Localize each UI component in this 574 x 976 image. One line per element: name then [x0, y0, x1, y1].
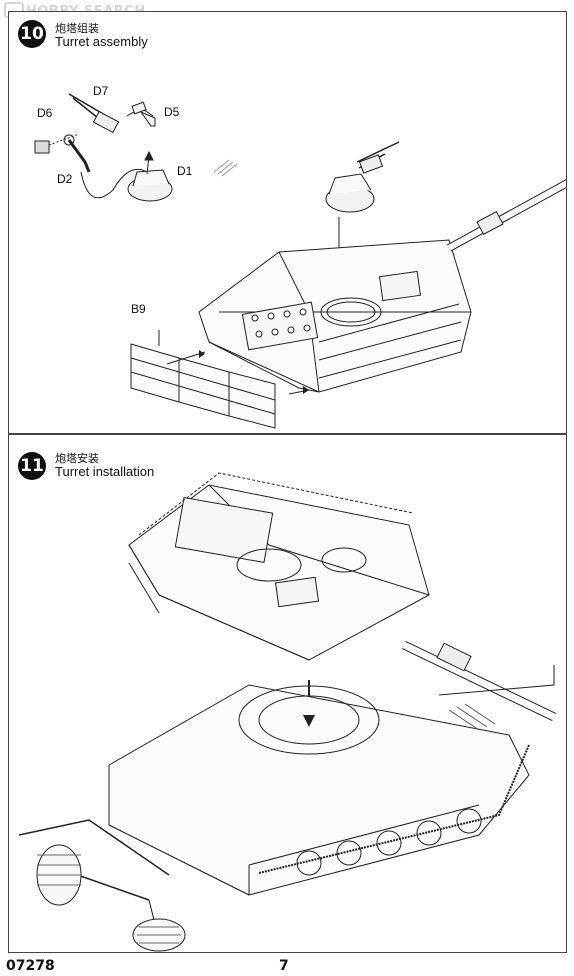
step-11-title-cn: 炮塔安装 [55, 452, 99, 465]
part-label-d7: D7 [93, 84, 109, 98]
step-11-number: 11 [18, 452, 46, 480]
step-11-title-en: Turret installation [55, 464, 155, 479]
part-label-b9: B9 [131, 302, 146, 316]
step-10-number: 10 [18, 20, 46, 48]
part-label-d5: D5 [164, 105, 180, 119]
page-number: 7 [279, 958, 289, 974]
step-11-panel: 11 炮塔安装 Turret installation [8, 434, 567, 953]
turret-assembly-illustration [34, 93, 566, 429]
kit-code: 07278 [6, 958, 55, 974]
part-label-d1: D1 [177, 164, 193, 178]
step-10-title-en: Turret assembly [55, 34, 148, 49]
turret-installation-illustration [18, 472, 556, 952]
step-10-title-cn: 炮塔组装 [55, 22, 99, 35]
part-label-d2: D2 [57, 172, 73, 186]
step-10-panel: 10 炮塔组装 Turret assembly [8, 11, 567, 434]
part-label-d6: D6 [37, 106, 53, 120]
